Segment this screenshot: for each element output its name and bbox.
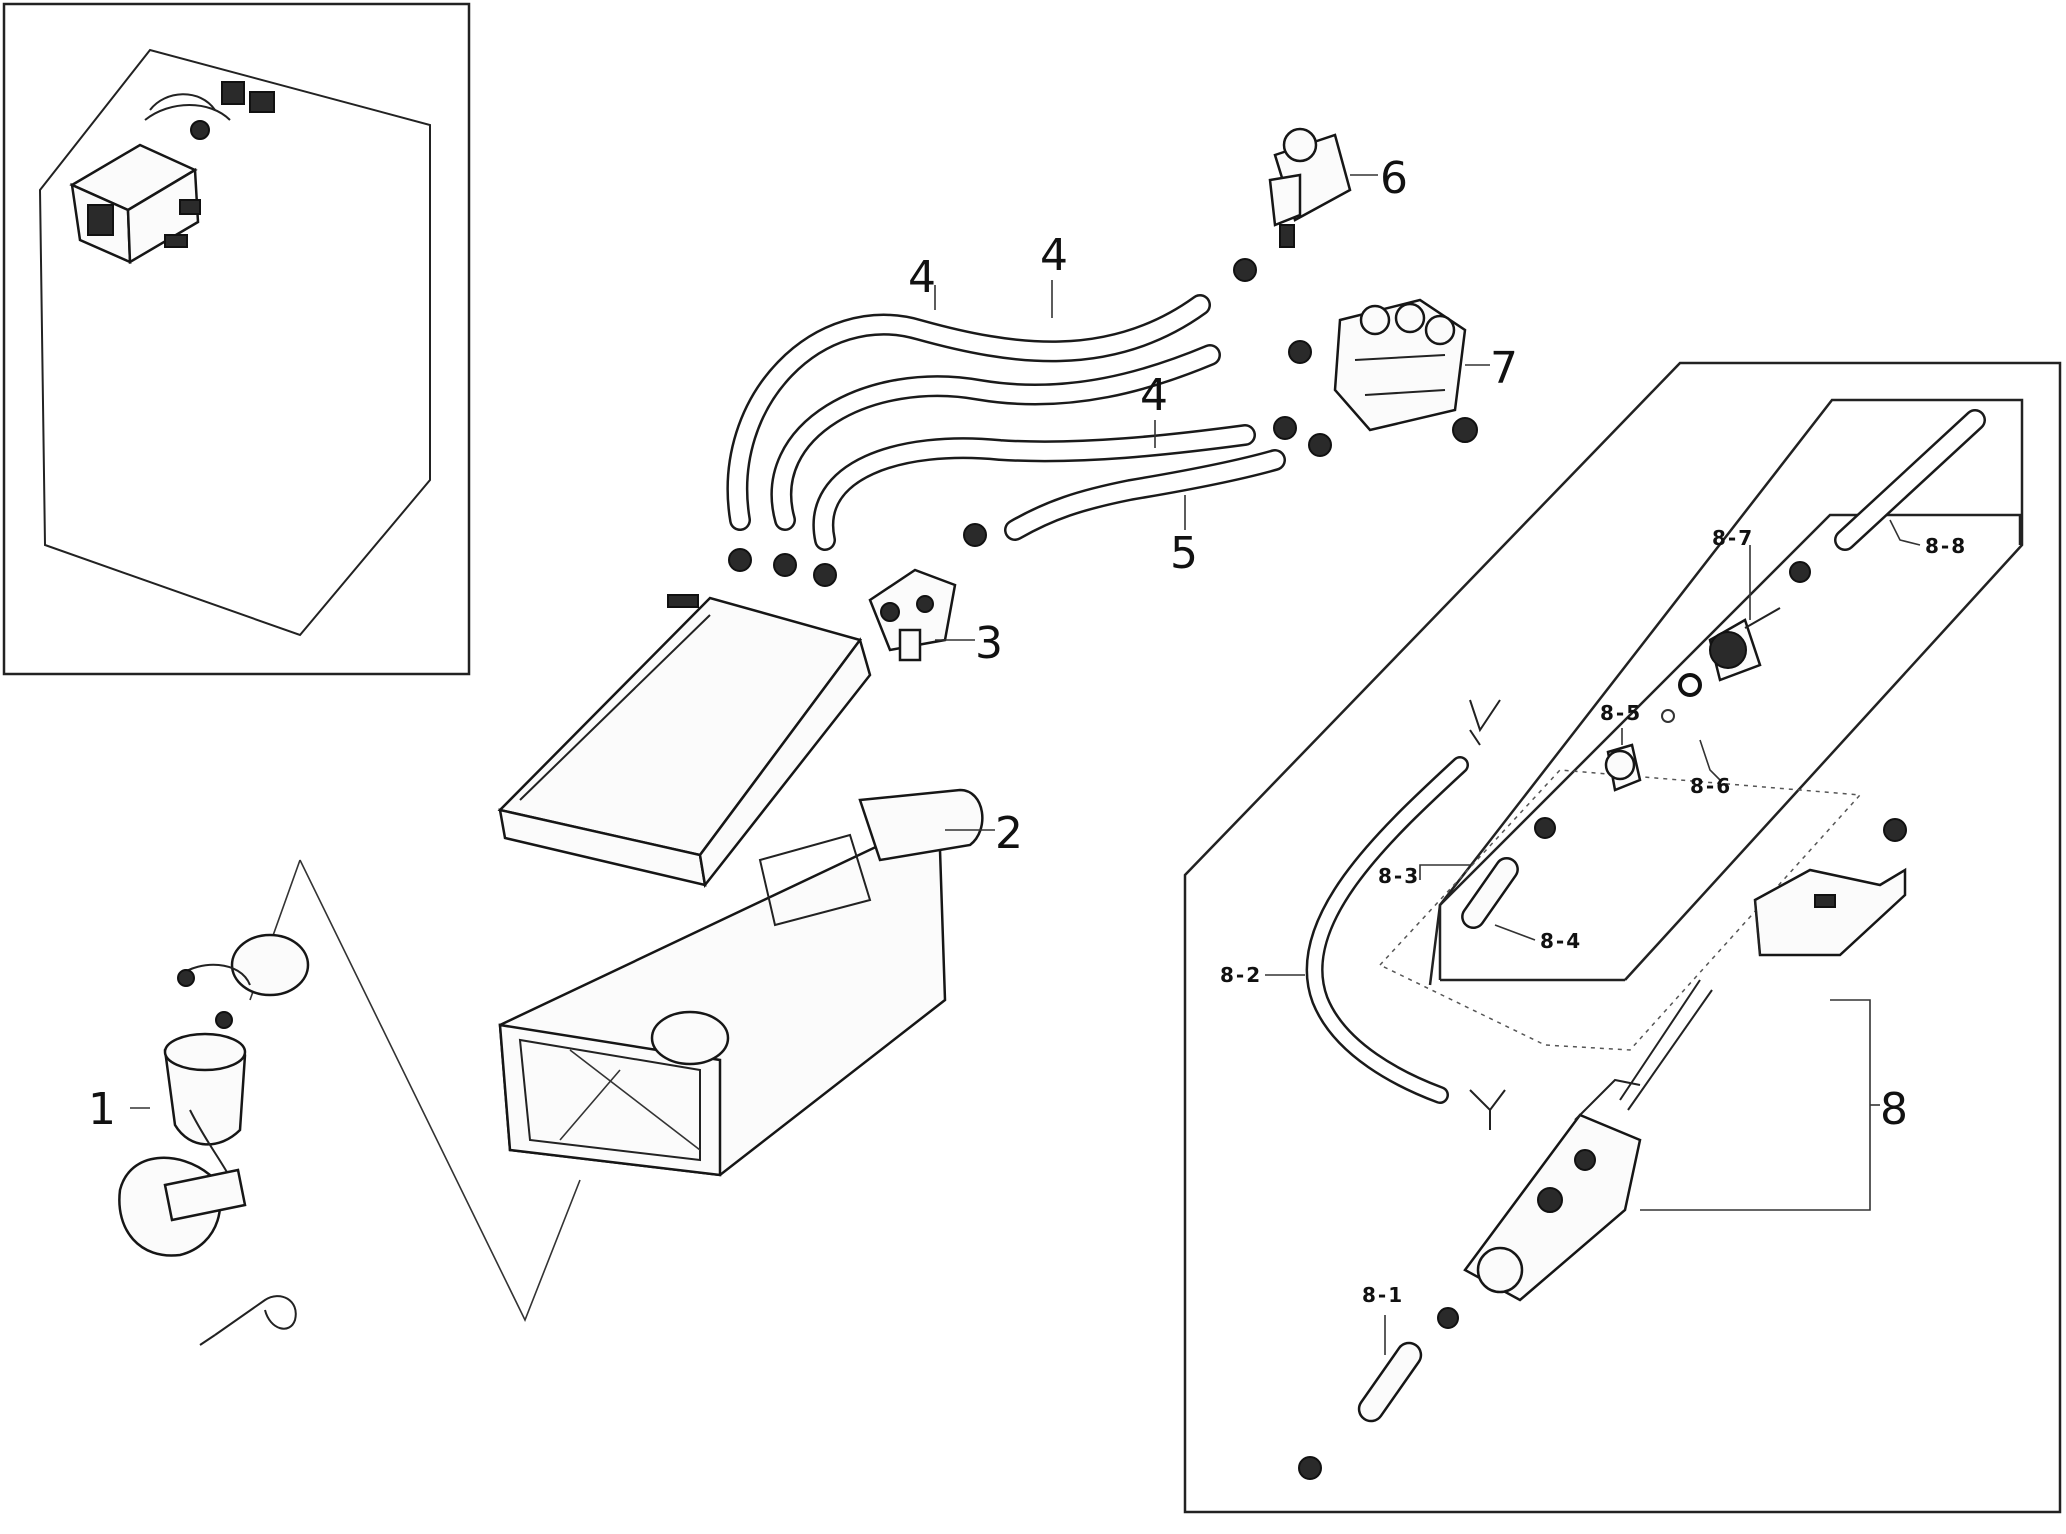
- callout-4a: 4: [908, 252, 936, 303]
- callout-2: 2: [995, 808, 1023, 859]
- part-6-water-valve: 6: [1268, 127, 1408, 248]
- callout-8-8: 8-8: [1925, 534, 1967, 558]
- callout-8-1: 8-1: [1362, 1283, 1404, 1307]
- callout-5: 5: [1170, 528, 1198, 579]
- callout-8-2: 8-2: [1220, 963, 1262, 987]
- callout-7: 7: [1490, 343, 1518, 394]
- callout-4b: 4: [1040, 230, 1068, 281]
- locator-inset: [2, 2, 471, 676]
- inset-dispenser-icon: [69, 81, 275, 265]
- hose-clamps: [728, 258, 1332, 587]
- callout-8-6: 8-6: [1690, 774, 1732, 798]
- callout-1: 1: [88, 1084, 116, 1135]
- parts-4-5-hoses: 4 4 4 5: [726, 230, 1332, 587]
- callout-3: 3: [975, 618, 1003, 669]
- callout-8: 8: [1880, 1084, 1908, 1135]
- part-3-dispenser-top: 3: [497, 568, 1003, 888]
- callout-8-3: 8-3: [1378, 864, 1420, 888]
- callout-6: 6: [1380, 153, 1408, 204]
- part-1-bellows-group: 1: [88, 859, 581, 1346]
- callout-8-7: 8-7: [1712, 526, 1754, 550]
- callout-4c: 4: [1140, 370, 1168, 421]
- callout-8-4: 8-4: [1540, 929, 1582, 953]
- callout-8-5: 8-5: [1600, 701, 1642, 725]
- part-7-multi-valve: 7: [1333, 298, 1518, 443]
- part-2-drawer-housing: 2: [498, 788, 1023, 1177]
- part-8-assembly-box: 8-2 8-3 8-4 8-5 8-6 8-7 8-8: [1183, 361, 2062, 1514]
